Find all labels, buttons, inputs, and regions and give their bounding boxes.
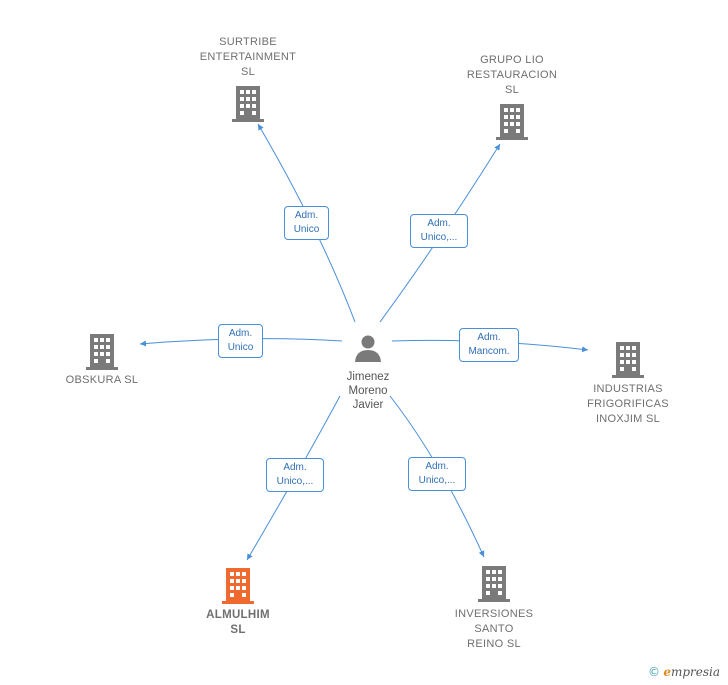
company-industrias[interactable]: INDUSTRIAS FRIGORIFICAS INOXJIM SL bbox=[568, 342, 688, 427]
copyright-symbol: © bbox=[648, 665, 660, 679]
building-icon bbox=[612, 342, 644, 378]
building-icon bbox=[222, 568, 254, 604]
role-label-surtribe[interactable]: Adm. Unico bbox=[284, 206, 329, 240]
role-label-grupolio[interactable]: Adm. Unico,... bbox=[410, 214, 468, 248]
company-name: GRUPO LIO RESTAURACION SL bbox=[466, 54, 558, 96]
company-surtribe[interactable]: SURTRIBE ENTERTAINMENT SL bbox=[188, 35, 308, 122]
company-grupolio[interactable]: GRUPO LIO RESTAURACION SL bbox=[452, 53, 572, 140]
company-name: INDUSTRIAS FRIGORIFICAS INOXJIM SL bbox=[587, 383, 669, 425]
company-inversiones[interactable]: INVERSIONES SANTO REINO SL bbox=[434, 566, 554, 652]
brand-footer: © empresia bbox=[648, 665, 720, 679]
building-icon bbox=[496, 104, 528, 140]
brand-logo: empresia bbox=[663, 665, 721, 679]
building-icon bbox=[232, 86, 264, 122]
company-obskura[interactable]: OBSKURA SL bbox=[42, 334, 162, 388]
person-name: Jimenez Moreno Javier bbox=[346, 371, 390, 411]
company-name: ALMULHIM SL bbox=[206, 609, 270, 636]
role-label-industrias[interactable]: Adm. Mancom. bbox=[459, 328, 519, 362]
role-label-obskura[interactable]: Adm. Unico bbox=[218, 324, 263, 358]
company-name: INVERSIONES SANTO REINO SL bbox=[454, 608, 534, 650]
building-icon bbox=[86, 334, 118, 370]
company-name: OBSKURA SL bbox=[65, 374, 139, 386]
company-almulhim[interactable]: ALMULHIM SL bbox=[178, 568, 298, 638]
company-name: SURTRIBE ENTERTAINMENT SL bbox=[199, 36, 297, 78]
person-icon bbox=[355, 335, 381, 362]
person-node[interactable]: Jimenez Moreno Javier bbox=[328, 334, 408, 412]
role-label-almulhim[interactable]: Adm. Unico,... bbox=[266, 458, 324, 492]
role-label-inversiones[interactable]: Adm. Unico,... bbox=[408, 457, 466, 491]
building-icon bbox=[478, 566, 510, 602]
